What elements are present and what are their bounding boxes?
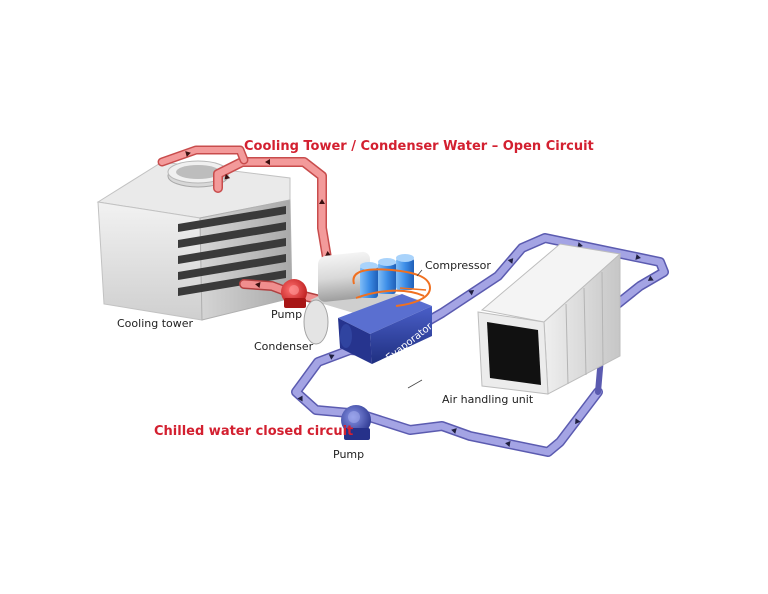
pump-bottom-label: Pump bbox=[333, 448, 365, 461]
air-handling-unit bbox=[477, 243, 622, 395]
chilled-water-loop bbox=[291, 233, 669, 457]
tower-louvers bbox=[178, 206, 286, 296]
open-circuit-title: Cooling Tower / Condenser Water – Open C… bbox=[244, 139, 594, 154]
compressor-unit bbox=[352, 254, 432, 307]
chiller-unit bbox=[303, 251, 432, 364]
chilled-water-pump bbox=[341, 405, 371, 440]
cooling-tower-label: Cooling tower bbox=[117, 317, 194, 330]
condenser-label: Condenser bbox=[254, 340, 314, 353]
cooling-tower bbox=[96, 160, 293, 321]
pump-top-label: Pump bbox=[271, 308, 303, 321]
ahu-opening bbox=[487, 322, 541, 385]
condenser-flow-arrows bbox=[185, 151, 331, 288]
air-handling-unit-label: Air handling unit bbox=[442, 393, 534, 406]
closed-circuit-title: Chilled water closed circuit bbox=[154, 424, 354, 439]
condenser-pump bbox=[281, 279, 307, 308]
compressor-label: Compressor bbox=[425, 259, 491, 272]
